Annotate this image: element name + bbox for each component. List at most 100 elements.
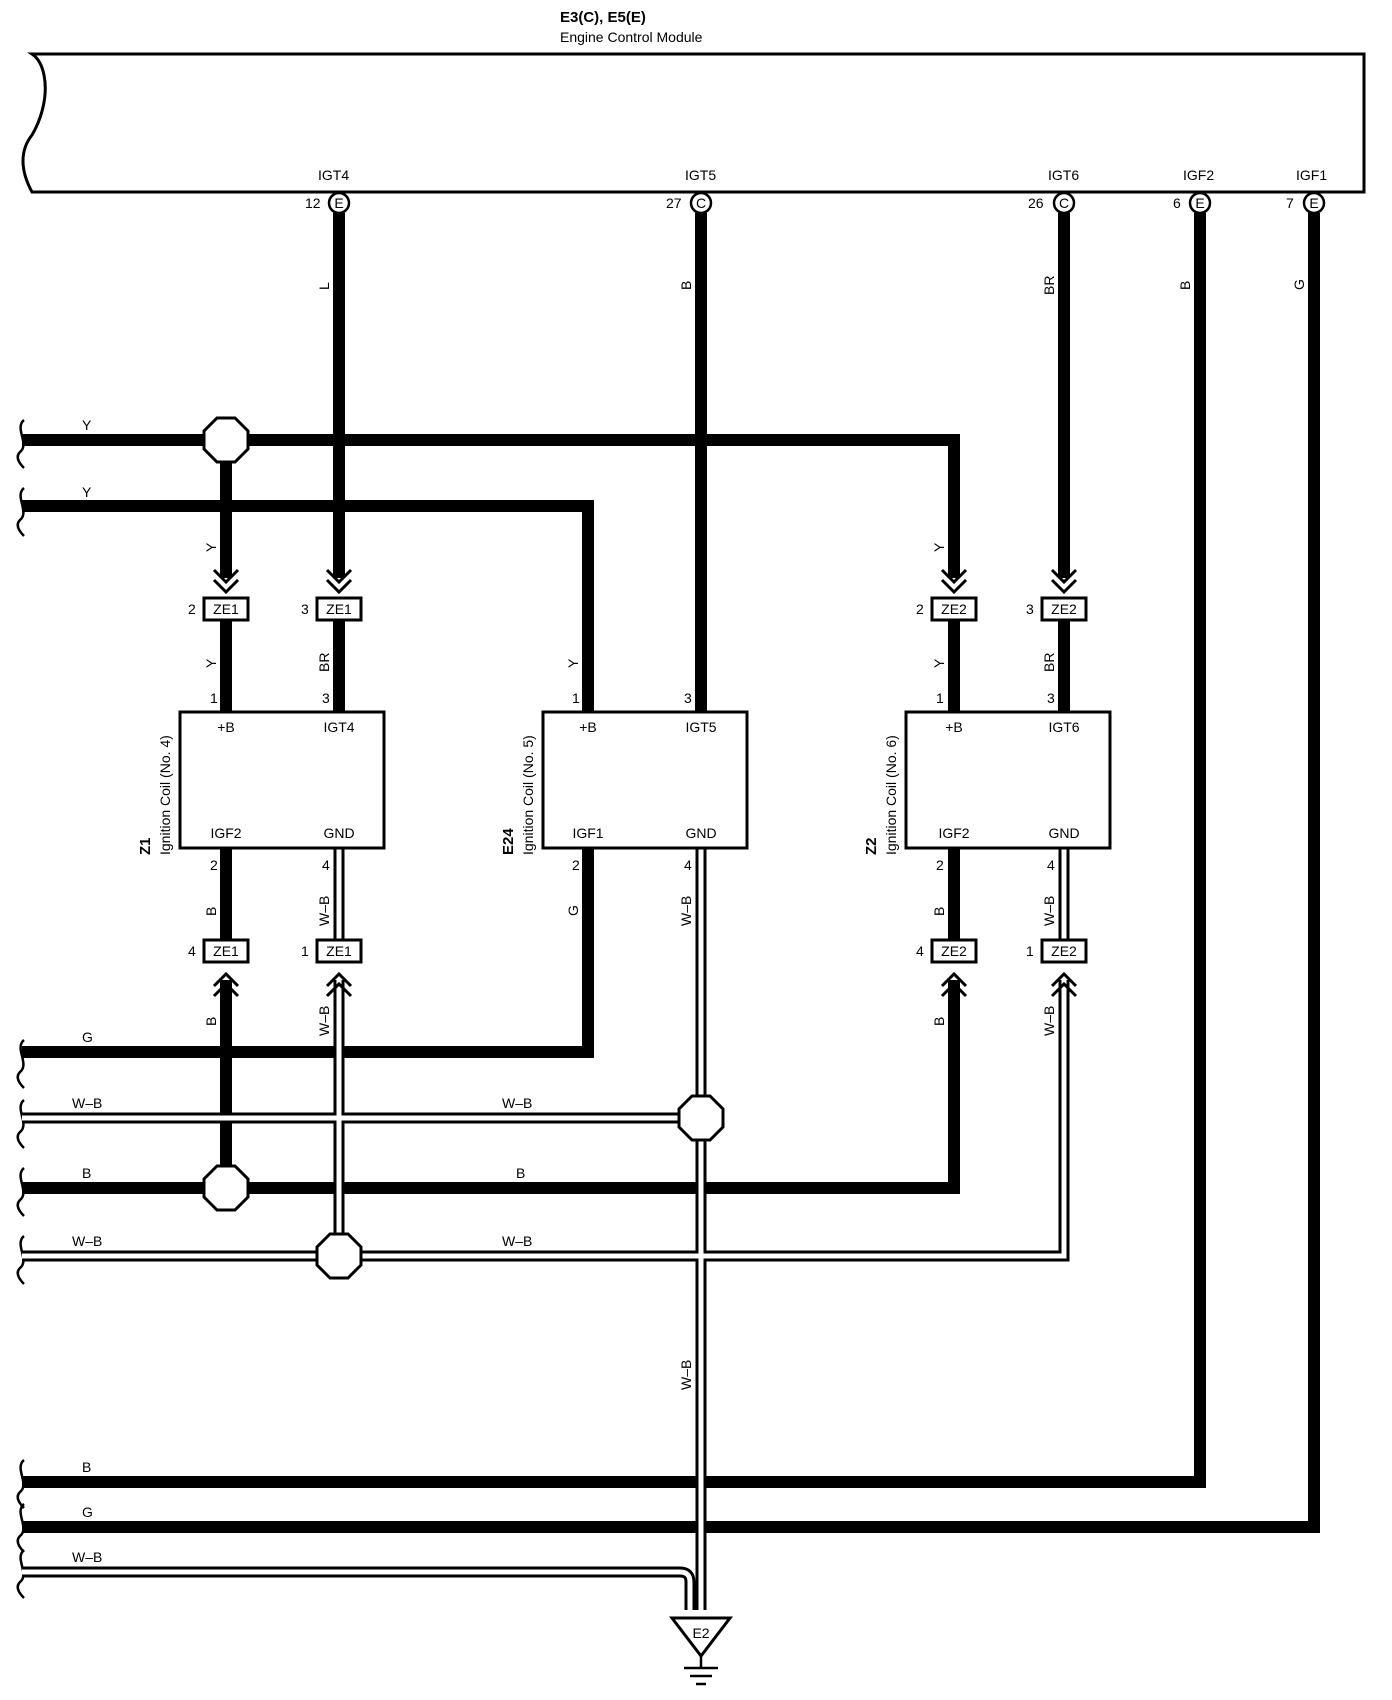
- junction-box: ZE2 1: [1026, 938, 1088, 964]
- svg-text:2: 2: [572, 857, 580, 873]
- ecm-pin-signal: IGF2: [1183, 167, 1214, 183]
- wire-y2: [22, 500, 594, 712]
- svg-text:Ignition Coil (No. 4): Ignition Coil (No. 4): [157, 735, 173, 855]
- ecm-pin-connector: E: [327, 191, 351, 215]
- ecm-pin-signal: IGT6: [1048, 167, 1079, 183]
- svg-text:Ignition Coil (No. 5): Ignition Coil (No. 5): [520, 735, 536, 855]
- svg-text:IGF2: IGF2: [938, 825, 969, 841]
- splice-points: [202, 416, 725, 1280]
- coil-z1: +B IGT4 IGF2 GND 1 3 2 4 Z1 Ignition Coi…: [137, 690, 386, 873]
- wire-y1: [22, 434, 960, 578]
- svg-text:GND: GND: [1048, 825, 1079, 841]
- svg-text:Y: Y: [203, 542, 219, 552]
- wire-break-marks: [16, 419, 25, 1599]
- svg-text:G: G: [82, 1504, 93, 1520]
- ecm-pin-number: 6: [1173, 195, 1181, 211]
- svg-text:ZE2: ZE2: [941, 943, 967, 959]
- wire-ecm-igf2: [22, 213, 1206, 1488]
- splice-b: [202, 1164, 250, 1212]
- ground-e2: E2: [668, 1616, 734, 1686]
- svg-text:3: 3: [322, 690, 330, 706]
- ecm-pin-connector: C: [689, 191, 713, 215]
- svg-text:2: 2: [936, 857, 944, 873]
- svg-text:GND: GND: [323, 825, 354, 841]
- svg-text:E2: E2: [692, 1625, 709, 1641]
- svg-text:C: C: [696, 195, 706, 211]
- svg-text:W–B: W–B: [72, 1095, 102, 1111]
- coil-e24: +B IGT5 IGF1 GND 1 3 2 4 E24 Ignition Co…: [500, 690, 749, 873]
- svg-text:BR: BR: [1041, 653, 1057, 672]
- svg-text:IGT4: IGT4: [323, 719, 354, 735]
- ecm-pins: IGT4 IGT5 IGT6 IGF2 IGF1 12 27 26 6 7 E …: [305, 167, 1327, 215]
- svg-text:ZE1: ZE1: [213, 943, 239, 959]
- svg-text:+B: +B: [945, 719, 963, 735]
- svg-text:B: B: [82, 1165, 91, 1181]
- svg-text:1: 1: [936, 690, 944, 706]
- ecm-pin-number: 27: [666, 195, 682, 211]
- wire-b-main: [22, 980, 960, 1194]
- svg-text:3: 3: [301, 601, 309, 617]
- svg-text:2: 2: [188, 601, 196, 617]
- svg-text:E24: E24: [500, 828, 517, 855]
- svg-text:Z2: Z2: [863, 837, 880, 855]
- svg-text:W–B: W–B: [72, 1549, 102, 1565]
- svg-text:W–B: W–B: [316, 1006, 332, 1036]
- svg-text:W–B: W–B: [1041, 1006, 1057, 1036]
- wire-ecm-igf1: [22, 213, 1320, 1533]
- svg-text:3: 3: [1047, 690, 1055, 706]
- svg-text:IGT5: IGT5: [685, 719, 716, 735]
- lead-e24-igf: [22, 848, 594, 1058]
- svg-text:1: 1: [301, 943, 309, 959]
- ecm-pin-signal: IGT4: [318, 167, 349, 183]
- svg-text:GND: GND: [685, 825, 716, 841]
- svg-text:Ignition Coil (No. 6): Ignition Coil (No. 6): [883, 735, 899, 855]
- svg-text:ZE2: ZE2: [1051, 943, 1077, 959]
- ecm-pin-connector: C: [1052, 191, 1076, 215]
- svg-text:W–B: W–B: [72, 1233, 102, 1249]
- ecm-pin-connector: E: [1188, 191, 1212, 215]
- svg-text:Y: Y: [931, 658, 947, 668]
- svg-text:IGF2: IGF2: [210, 825, 241, 841]
- svg-text:Z1: Z1: [137, 837, 154, 855]
- svg-text:Y: Y: [565, 658, 581, 668]
- svg-text:E: E: [334, 195, 343, 211]
- svg-text:Y: Y: [82, 417, 92, 433]
- svg-text:Y: Y: [82, 484, 92, 500]
- svg-text:ZE1: ZE1: [213, 601, 239, 617]
- svg-text:W–B: W–B: [502, 1233, 532, 1249]
- ecm-name: Engine Control Module: [560, 29, 703, 45]
- ecm-pin-connector: E: [1302, 191, 1326, 215]
- svg-text:W–B: W–B: [678, 1360, 694, 1390]
- svg-text:ZE2: ZE2: [941, 601, 967, 617]
- svg-text:1: 1: [1026, 943, 1034, 959]
- svg-text:BR: BR: [1041, 276, 1057, 295]
- svg-text:B: B: [678, 281, 694, 290]
- ecm-box: [21, 52, 1366, 194]
- svg-text:ZE2: ZE2: [1051, 601, 1077, 617]
- svg-text:B: B: [931, 907, 947, 916]
- junction-box: ZE1 2: [188, 596, 250, 622]
- svg-text:IGF1: IGF1: [572, 825, 603, 841]
- svg-text:L: L: [316, 282, 332, 290]
- svg-text:B: B: [516, 1165, 525, 1181]
- svg-text:G: G: [82, 1029, 93, 1045]
- junction-connectors: ZE1 2 ZE1 3 ZE2 2 ZE2 3 ZE1 4 ZE1 1: [188, 596, 1088, 964]
- svg-text:G: G: [1291, 279, 1307, 290]
- svg-text:1: 1: [572, 690, 580, 706]
- svg-text:4: 4: [188, 943, 196, 959]
- svg-text:3: 3: [684, 690, 692, 706]
- junction-box: ZE2 3: [1026, 596, 1088, 622]
- svg-text:W–B: W–B: [502, 1095, 532, 1111]
- svg-text:W–B: W–B: [316, 896, 332, 926]
- junction-box: ZE2 2: [916, 596, 978, 622]
- ecm-connectors: E3(C), E5(E): [560, 9, 646, 26]
- ecm-pin-number: 7: [1286, 195, 1294, 211]
- svg-text:4: 4: [684, 857, 692, 873]
- svg-text:B: B: [1177, 281, 1193, 290]
- svg-text:ZE1: ZE1: [326, 601, 352, 617]
- wb-wires: [22, 848, 1070, 1610]
- svg-text:ZE1: ZE1: [326, 943, 352, 959]
- svg-text:Y: Y: [203, 658, 219, 668]
- ecm-pin-signal: IGF1: [1296, 167, 1327, 183]
